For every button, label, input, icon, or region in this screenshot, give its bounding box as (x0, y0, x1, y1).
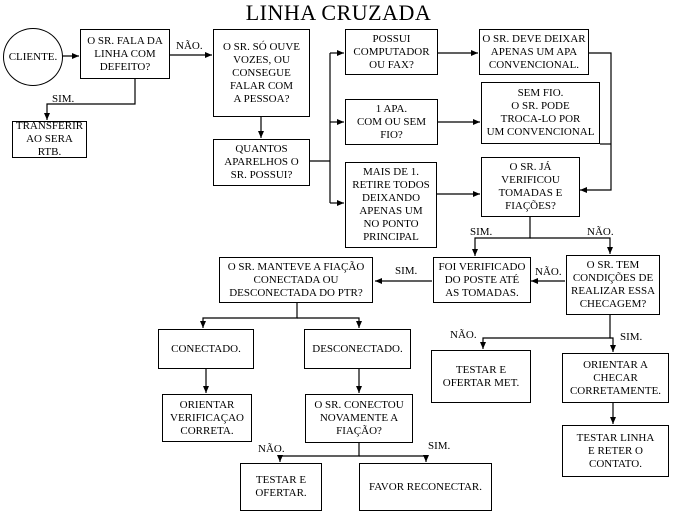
node-deve-deixar: O SR. DEVE DEIXAR APENAS UM APA CONVENCI… (479, 29, 589, 75)
node-testar-linha: TESTAR LINHA E RETER O CONTATO. (562, 425, 669, 477)
node-transferir: TRANSFERIR AO SERA RTB. (12, 120, 87, 158)
node-verificou: O SR. JÁ VERIFICOU TOMADAS E FIAÇÕES? (481, 157, 580, 217)
edge-label-sim: SIM. (395, 265, 418, 277)
edge-label-nao: NÃO. (587, 226, 614, 238)
node-sem-fio: SEM FIO. O SR. PODE TROCA-LO POR UM CONV… (481, 82, 600, 144)
connector-manteve-desc (297, 317, 362, 328)
edge-label-nao: NÃO. (535, 266, 562, 278)
node-so-ouve: O SR. SÓ OUVE VOZES, OU CONSEGUE FALAR C… (213, 29, 310, 117)
connector-verificou-split (472, 217, 531, 256)
edge-label-nao: NÃO. (450, 329, 477, 341)
connector-fala-transferir (44, 79, 136, 120)
node-condicoes: O SR. TEM CONDIÇÕES DE REALIZAR ESSA CHE… (566, 255, 660, 315)
node-computador: POSSUI COMPUTADOR OU FAX? (345, 29, 438, 75)
edge-label-nao: NÃO. (258, 443, 285, 455)
node-foi-verificado: FOI VERIFICADO DO POSTE ATÉ AS TOMADAS. (433, 257, 531, 303)
edge-label-sim: SIM. (470, 226, 493, 238)
node-manteve: O SR. MANTEVE A FIAÇÃO CONECTADA OU DESC… (219, 257, 373, 303)
node-conectado: CONECTADO. (158, 329, 254, 369)
node-testar-ofertar: TESTAR E OFERTAR. (240, 463, 322, 511)
node-um-apa: 1 APA. COM OU SEM FIO? (345, 99, 438, 145)
diagram-title: LINHA CRUZADA (245, 0, 432, 25)
connector-condicoes-split (480, 315, 611, 349)
edge-label-nao: NÃO. (176, 40, 203, 52)
connector-condicoes-sim (610, 337, 616, 352)
node-mais-de-1: MAIS DE 1. RETIRE TODOS DEIXANDO APENAS … (345, 162, 437, 248)
connector-manteve-split (200, 303, 298, 328)
connector-conectou-split (277, 443, 360, 462)
node-orientar-verificacao: ORIENTAR VERIFICAÇAO CORRETA. (162, 394, 252, 442)
connector-devedeixar-right (580, 52, 612, 193)
edge-label-sim: SIM. (428, 440, 451, 452)
node-fala-defeito: O SR. FALA DA LINHA COM DEFEITO? (80, 29, 170, 79)
node-cliente: CLIENTE. (3, 28, 63, 86)
node-testar-met: TESTAR E OFERTAR MET. (431, 350, 531, 403)
connector-verificou-nao (530, 237, 613, 254)
node-desconectado: DESCONECTADO. (304, 329, 411, 369)
node-favor-reconectar: FAVOR RECONECTAR. (359, 463, 492, 511)
node-quantos: QUANTOS APARELHOS O SR. POSSUI? (213, 139, 310, 186)
node-orientar-checar: ORIENTAR A CHECAR CORRETAMENTE. (562, 353, 669, 403)
node-conectou-novamente: O SR. CONECTOU NOVAMENTE A FIAÇÃO? (305, 394, 413, 443)
edge-label-sim: SIM. (52, 93, 75, 105)
edge-label-sim: SIM. (620, 331, 643, 343)
connector-conectou-sim (359, 455, 429, 462)
